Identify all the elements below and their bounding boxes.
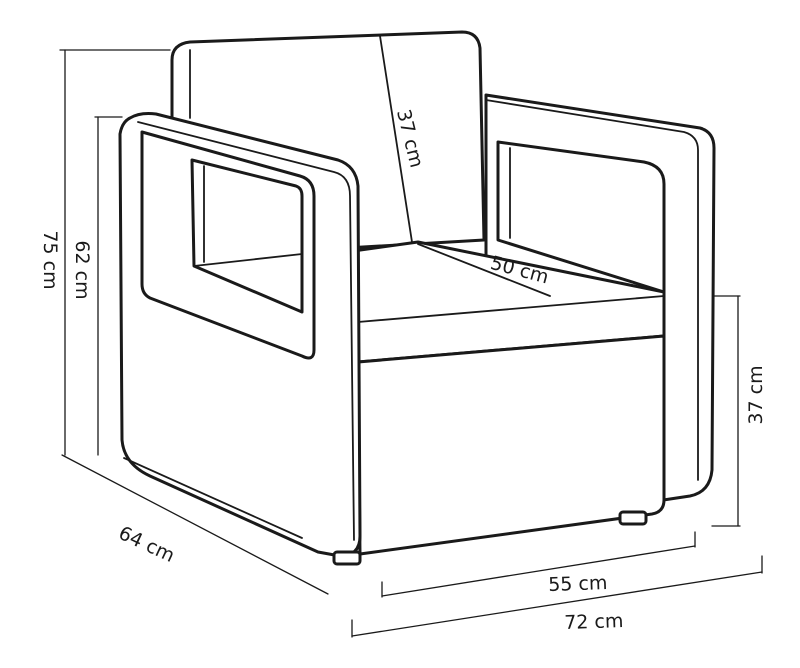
front-right-foot xyxy=(618,510,648,526)
depth-line xyxy=(61,454,329,595)
front-base xyxy=(356,334,666,556)
left-armrest-window-sill xyxy=(193,253,303,267)
right-armrest-opening xyxy=(496,140,666,294)
front-left-foot xyxy=(332,550,362,566)
backrest-depth-line xyxy=(379,35,413,243)
seat-cushion-front-edge xyxy=(357,295,665,323)
armrest-height-label: 62 cm xyxy=(71,240,93,299)
seat-depth-line xyxy=(417,243,551,297)
total-width-label: 72 cm xyxy=(564,610,624,634)
depth-label: 64 cm xyxy=(115,522,178,567)
seat-height-label: 37 cm xyxy=(745,365,767,424)
left-armrest-window xyxy=(190,158,304,314)
armchair xyxy=(118,30,716,566)
left-armrest-base-edge xyxy=(123,457,303,539)
total-width-line xyxy=(351,571,763,637)
dimension-lines xyxy=(59,49,763,638)
right-armrest-top-edge xyxy=(485,99,699,481)
seat-width-label: 55 cm xyxy=(548,572,608,596)
dimension-labels: 37 cm 50 cm 62 cm 75 cm 37 cm 64 cm 55 c… xyxy=(39,107,767,634)
seat-width-line xyxy=(381,545,696,597)
left-armrest-top-edge xyxy=(137,121,355,541)
total-height-label: 75 cm xyxy=(39,230,61,289)
